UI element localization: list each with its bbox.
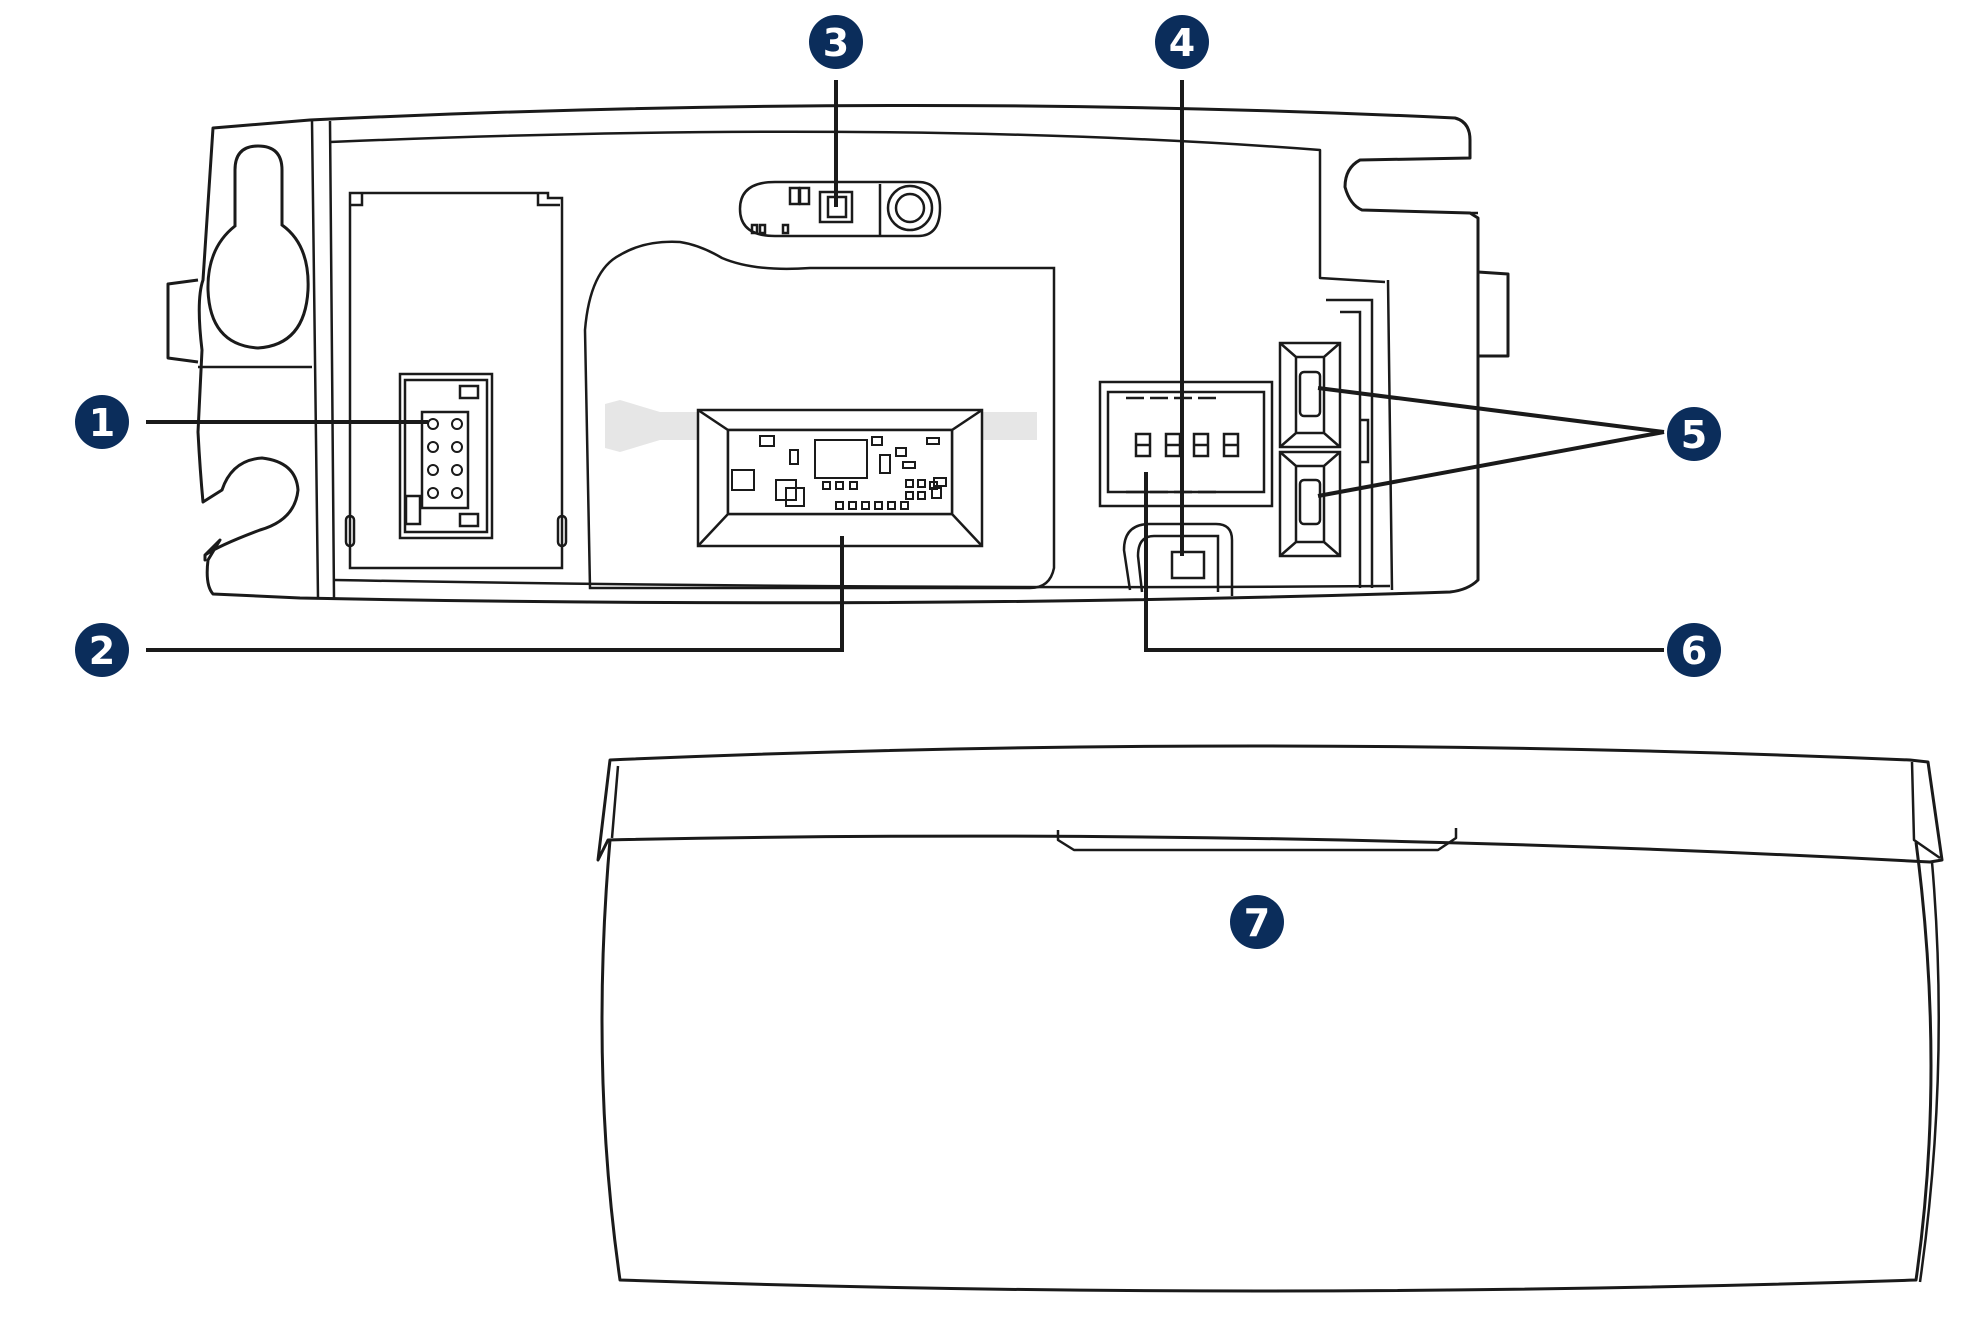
callout-circle	[809, 15, 863, 69]
callout-7: 7	[1230, 895, 1284, 949]
sensor-strip	[738, 180, 942, 238]
callout-circle	[75, 623, 129, 677]
callout-label: 5	[1681, 413, 1707, 457]
callout-5: 5	[1667, 407, 1721, 461]
callout-circle	[75, 395, 129, 449]
callout-label: 6	[1681, 629, 1707, 673]
cover-clip-slot	[1056, 828, 1458, 852]
leader-line-6	[1144, 472, 1664, 652]
pin-header-connector	[398, 372, 494, 540]
left-compartment	[344, 191, 568, 570]
circuit-board	[696, 408, 984, 548]
callout-circle	[1667, 623, 1721, 677]
push-buttons	[1278, 298, 1374, 588]
center-housing	[583, 240, 1056, 590]
callout-label: 4	[1169, 21, 1195, 65]
keyhole-mount	[206, 144, 310, 350]
cover-side-line	[1918, 861, 1940, 1283]
leader-line-5b	[1317, 430, 1665, 498]
cover-top-rim	[596, 744, 1944, 864]
right-tab	[1477, 270, 1510, 358]
callout-circle	[1667, 407, 1721, 461]
dip-switch-block	[1098, 380, 1274, 508]
callout-label: 2	[89, 629, 115, 673]
callout-label: 7	[1244, 901, 1270, 945]
top-lip-line	[329, 130, 1386, 284]
device-body	[166, 103, 1510, 605]
leader-line-2	[146, 536, 844, 652]
callout-3: 3	[809, 15, 863, 69]
callout-6: 6	[1667, 623, 1721, 677]
callout-label: 3	[823, 21, 849, 65]
callout-circle	[1155, 15, 1209, 69]
left-tab	[166, 278, 199, 364]
device-cover	[596, 744, 1944, 1293]
callout-2: 2	[75, 623, 129, 677]
usb-port	[1122, 522, 1234, 596]
cover-rim-inner	[610, 761, 1941, 860]
callout-label: 1	[89, 401, 115, 445]
connector-pins	[427, 418, 463, 499]
right-end-strip	[1386, 211, 1478, 591]
cover-body	[600, 839, 1933, 1293]
leader-line-5a	[1317, 386, 1665, 434]
leader-lines	[146, 80, 1665, 652]
callout-1: 1	[75, 395, 129, 449]
callout-circle	[1230, 895, 1284, 949]
left-wall-strip	[310, 120, 336, 599]
device-outer-shell	[196, 103, 1480, 605]
callout-markers: 1 2 3 4 5 6 7	[75, 15, 1721, 949]
inner-lower-edge	[333, 578, 1391, 589]
callout-4: 4	[1155, 15, 1209, 69]
